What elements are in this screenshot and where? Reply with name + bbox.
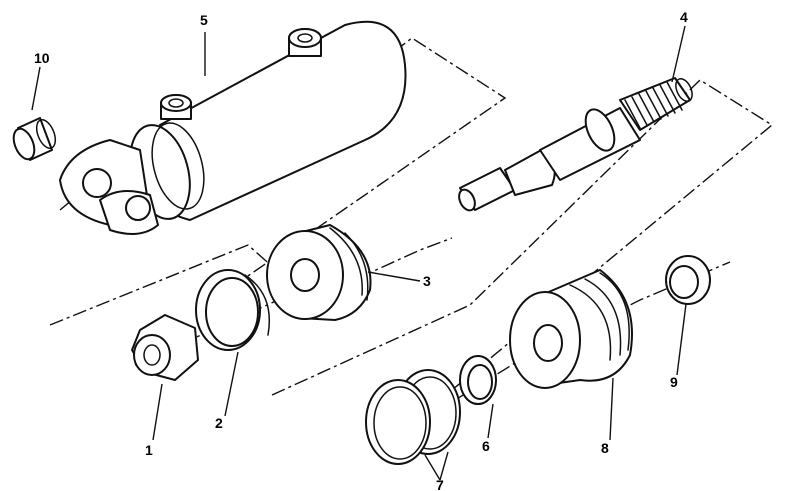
seal-ring-part xyxy=(195,269,271,351)
callout-3: 3 xyxy=(423,273,431,289)
gland-part xyxy=(509,269,633,389)
small-ring-part xyxy=(459,355,497,405)
callout-2: 2 xyxy=(215,415,223,431)
bushing-part xyxy=(12,117,57,161)
piston-part xyxy=(266,224,372,321)
callout-8: 8 xyxy=(601,440,609,456)
callout-4: 4 xyxy=(680,9,688,25)
cylinder-barrel-part xyxy=(59,20,407,235)
piston-rod-part xyxy=(458,77,693,212)
nut-part xyxy=(131,314,199,381)
wiper-part xyxy=(665,255,711,305)
callouts: 1 2 3 4 5 6 7 8 9 10 xyxy=(34,9,688,491)
callout-6: 6 xyxy=(482,438,490,454)
callout-10: 10 xyxy=(34,50,50,66)
callout-9: 9 xyxy=(670,374,678,390)
leader-lines xyxy=(31,25,687,481)
large-ring-part xyxy=(365,369,461,465)
callout-7: 7 xyxy=(436,477,444,491)
callout-5: 5 xyxy=(200,12,208,28)
callout-1: 1 xyxy=(145,442,153,458)
